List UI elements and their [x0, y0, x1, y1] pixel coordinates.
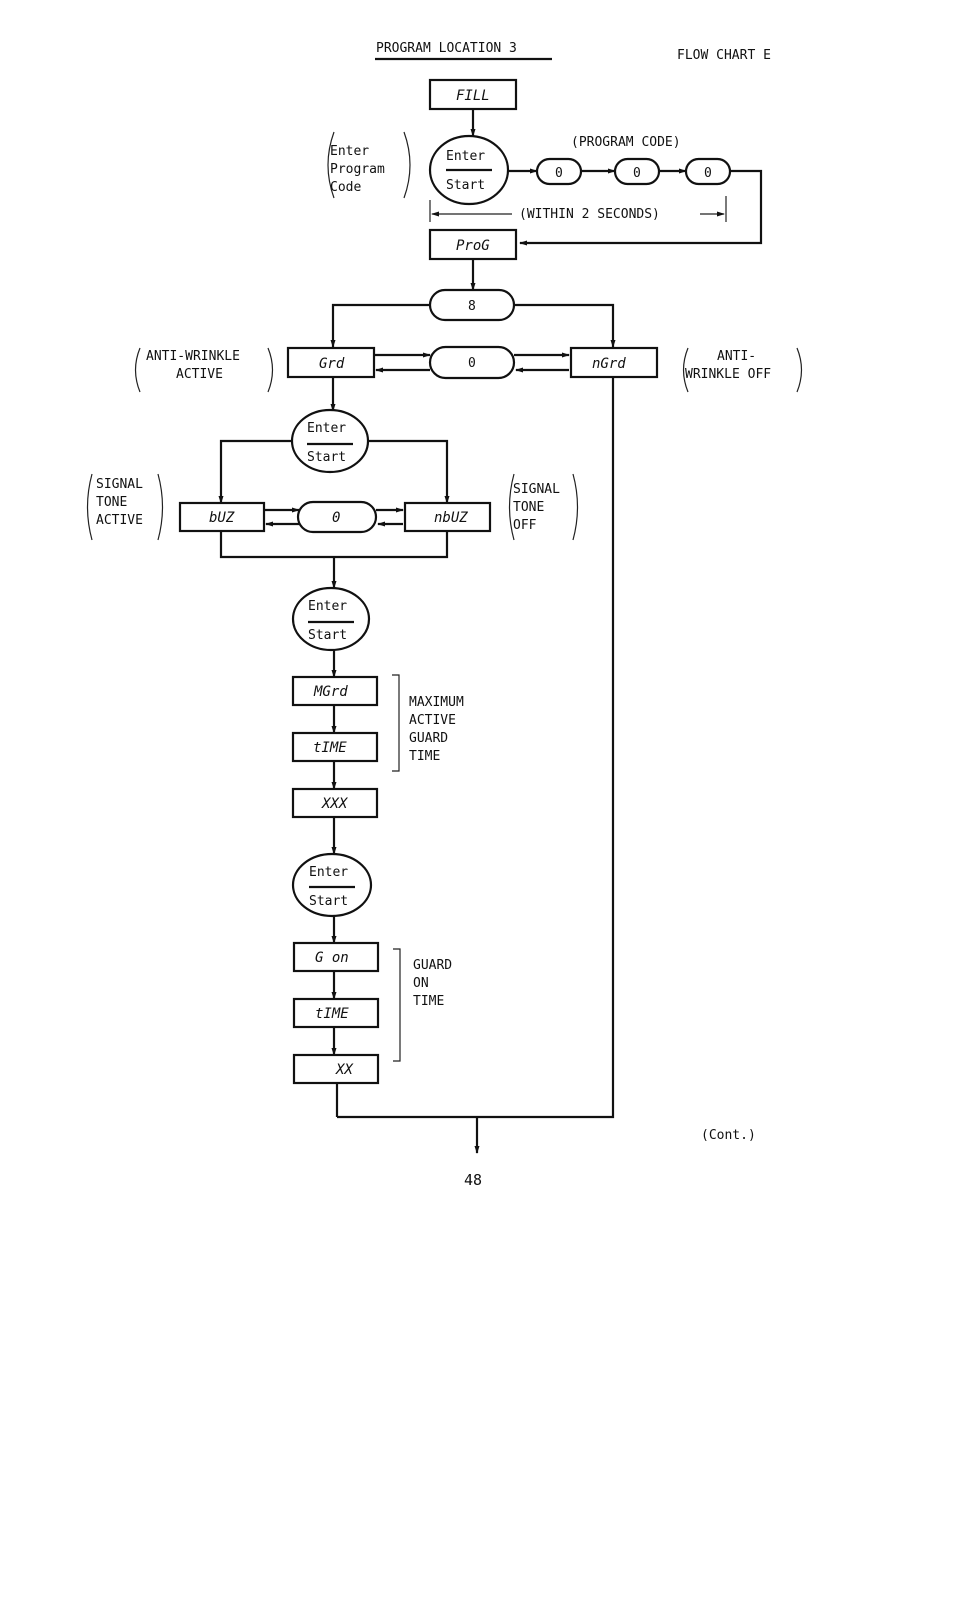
code-digit-key-2: 0	[613, 157, 661, 186]
paren-left	[327, 131, 335, 199]
paren-right	[403, 131, 411, 199]
max-active-guard-time-line2: ACTIVE	[409, 713, 456, 728]
buz-box	[178, 501, 266, 533]
svg-text:Enter: Enter	[308, 599, 347, 614]
signal-tone-off-line1: SIGNAL	[513, 482, 560, 497]
code-digit-key-1: 0	[535, 157, 583, 186]
enter-start-key-4: Enter Start	[291, 852, 373, 918]
anti-wrinkle-active-line2: ACTIVE	[176, 367, 223, 382]
signal-tone-active-line3: ACTIVE	[96, 513, 143, 528]
flow-chart-id: FLOW CHART E	[677, 48, 771, 63]
guard-on-time-line3: TIME	[413, 994, 444, 1009]
page-title: PROGRAM LOCATION 3	[376, 41, 517, 56]
code-digit-key-3: 0	[684, 157, 732, 186]
signal-tone-off-line2: TONE	[513, 500, 544, 515]
anti-wrinkle-active-line1: ANTI-WRINKLE	[146, 349, 240, 364]
svg-text:0: 0	[332, 510, 340, 526]
key-8: 8	[428, 288, 516, 322]
page-number: 48	[464, 1171, 482, 1189]
signal-tone-active-line1: SIGNAL	[96, 477, 143, 492]
xxx-label: XXX	[321, 796, 349, 812]
enter-start-key-2: Enter Start	[290, 408, 370, 474]
anti-wrinkle-off-line2: WRINKLE OFF	[685, 367, 771, 382]
key-0-guard: 0	[428, 345, 516, 380]
guard-on-time-line2: ON	[413, 976, 429, 991]
within-2-seconds-label: (WITHIN 2 SECONDS)	[519, 207, 660, 222]
grd-label: Grd	[319, 356, 345, 372]
prog-label: ProG	[456, 238, 490, 254]
enter-program-code-line2: Program	[330, 162, 385, 177]
buz-label: bUZ	[209, 510, 235, 526]
enter-start-key-1: Enter Start	[428, 134, 510, 206]
continued-label: (Cont.)	[701, 1128, 756, 1143]
svg-text:0: 0	[633, 166, 641, 181]
svg-text:Enter: Enter	[307, 421, 346, 436]
signal-tone-off-line3: OFF	[513, 518, 537, 533]
svg-text:8: 8	[468, 299, 476, 314]
guard-on-time-line1: GUARD	[413, 958, 452, 973]
mgrd-label: MGrd	[313, 684, 348, 700]
grd-box	[286, 346, 376, 379]
time-box-2	[292, 997, 380, 1029]
fill-label: FILL	[456, 88, 490, 104]
signal-tone-active-line2: TONE	[96, 495, 127, 510]
key-0-buzzer: 0	[296, 500, 378, 534]
max-active-guard-time-line3: GUARD	[409, 731, 448, 746]
g-on-box	[292, 941, 380, 973]
max-active-guard-time-line1: MAXIMUM	[409, 695, 464, 710]
g-on-label: G on	[315, 950, 349, 966]
max-active-guard-time-line4: TIME	[409, 749, 440, 764]
time-label-2: tIME	[315, 1006, 349, 1022]
svg-text:Enter: Enter	[446, 149, 485, 164]
svg-text:Start: Start	[309, 894, 348, 909]
xx-label: XX	[335, 1062, 354, 1078]
anti-wrinkle-off-line1: ANTI-	[717, 349, 756, 364]
connector-code-prog	[519, 169, 763, 246]
enter-program-code-line3: Code	[330, 180, 361, 195]
time-label-1: tIME	[313, 740, 347, 756]
connector-ngrd-bypass	[337, 377, 615, 1119]
svg-text:Start: Start	[307, 450, 346, 465]
svg-text:Start: Start	[308, 628, 347, 643]
nbuz-box	[403, 501, 492, 533]
nbuz-label: nbUZ	[434, 510, 468, 526]
svg-text:0: 0	[468, 356, 476, 371]
program-code-label: (PROGRAM CODE)	[571, 135, 681, 150]
svg-text:Enter: Enter	[309, 865, 348, 880]
svg-text:Start: Start	[446, 178, 485, 193]
enter-program-code-line1: Enter	[330, 144, 369, 159]
enter-start-key-3: Enter Start	[291, 586, 371, 652]
svg-text:0: 0	[704, 166, 712, 181]
ngrd-label: nGrd	[592, 356, 626, 372]
time-box-1	[291, 731, 379, 763]
svg-text:0: 0	[555, 166, 563, 181]
